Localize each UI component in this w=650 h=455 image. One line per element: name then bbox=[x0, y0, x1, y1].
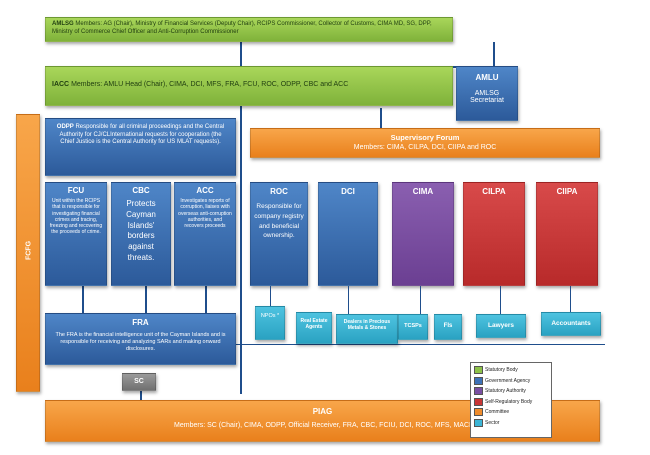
fra-title: FRA bbox=[132, 318, 149, 327]
fcfg-title: FCFG bbox=[25, 240, 33, 261]
amlu-subtitle: AMLSG Secretariat bbox=[470, 90, 504, 104]
iacc-box: IACC Members: AMLU Head (Chair), CIMA, D… bbox=[45, 66, 453, 106]
dci-box: DCI bbox=[318, 182, 378, 286]
fcu-title: FCU bbox=[67, 186, 85, 195]
legend-item: Sector bbox=[474, 418, 548, 429]
amlu-title: AMLU bbox=[475, 73, 499, 82]
fra-text: The FRA is the financial intelligence un… bbox=[55, 332, 226, 352]
ciipa-title: CIIPA bbox=[556, 187, 578, 196]
legend-item: Statutory Authority bbox=[474, 386, 548, 397]
legend-swatch bbox=[474, 366, 483, 375]
connector-ciipa-sector bbox=[570, 286, 571, 312]
legend-label: Sector bbox=[485, 419, 500, 426]
piag-members: Members: SC (Chair), CIMA, ODPP, Officia… bbox=[174, 422, 471, 429]
connector-cbc-fra bbox=[145, 285, 147, 313]
sc-title: SC bbox=[134, 378, 144, 385]
sector-npos-label: NPOs * bbox=[260, 313, 280, 319]
cbc-text: Protects Cayman Islands' borders against… bbox=[126, 199, 156, 262]
sector-real-estate: Real Estate Agents bbox=[296, 312, 332, 344]
ciipa-box: CIIPA bbox=[536, 182, 598, 286]
cima-title: CIMA bbox=[412, 187, 434, 196]
legend-label: Statutory Body bbox=[485, 367, 518, 374]
acc-box: ACC Investigates reports of corruption, … bbox=[174, 182, 236, 286]
odpp-title: ODPP bbox=[56, 124, 74, 130]
iacc-title: IACC bbox=[52, 81, 70, 88]
sc-box: SC bbox=[122, 373, 156, 391]
amlsg-members: Members: AG (Chair), Ministry of Financi… bbox=[52, 21, 432, 35]
odpp-box: ODPP Responsible for all criminal procee… bbox=[45, 118, 236, 176]
legend-item: Self-Regulatory Body bbox=[474, 397, 548, 408]
odpp-text: Responsible for all criminal proceedings… bbox=[59, 124, 225, 145]
roc-box: ROC Responsible for company registry and… bbox=[250, 182, 308, 286]
fcu-box: FCU Unit within the RCIPS that is respon… bbox=[45, 182, 107, 286]
roc-text: Responsible for company registry and ben… bbox=[254, 203, 304, 240]
sector-lawyers-label: Lawyers bbox=[487, 322, 515, 329]
supervisory-forum-title: Supervisory Forum bbox=[390, 133, 460, 142]
sector-dealers: Dealers in Precious Metals & Stones bbox=[336, 314, 398, 344]
dci-title: DCI bbox=[341, 187, 355, 196]
legend-swatch bbox=[474, 397, 483, 406]
roc-title: ROC bbox=[270, 187, 288, 196]
connector-fra-sector bbox=[45, 344, 605, 345]
legend-label: Statutory Authority bbox=[485, 388, 526, 395]
legend-item: Government Agency bbox=[474, 376, 548, 387]
cbc-box: CBC Protects Cayman Islands' borders aga… bbox=[111, 182, 171, 286]
sector-dealers-label: Dealers in Precious Metals & Stones bbox=[343, 319, 391, 331]
sector-real-estate-label: Real Estate Agents bbox=[300, 318, 328, 330]
connector-dci-sector bbox=[348, 286, 349, 314]
legend: Statutory Body Government Agency Statuto… bbox=[470, 362, 552, 438]
connector-acc-fra bbox=[205, 285, 207, 313]
legend-item: Statutory Body bbox=[474, 365, 548, 376]
acc-text: Investigates reports of corruption, liai… bbox=[178, 198, 232, 229]
sector-accountants: Accountants bbox=[541, 312, 601, 336]
connector-cilpa-sector bbox=[500, 286, 501, 314]
legend-item: Committee bbox=[474, 407, 548, 418]
legend-swatch bbox=[474, 418, 483, 427]
sector-fis: FIs bbox=[434, 314, 462, 340]
connector-sc-piag bbox=[140, 390, 142, 402]
legend-label: Committee bbox=[485, 409, 510, 416]
fcfg-box: FCFG bbox=[16, 114, 40, 392]
connector-amlu-amlsg bbox=[493, 42, 495, 66]
fra-box: FRA The FRA is the financial intelligenc… bbox=[45, 313, 236, 365]
sector-lawyers: Lawyers bbox=[476, 314, 526, 338]
legend-swatch bbox=[474, 408, 483, 417]
connector-fcfg-main bbox=[240, 42, 242, 394]
sector-accountants-label: Accountants bbox=[551, 320, 591, 327]
cima-box: CIMA bbox=[392, 182, 454, 286]
sector-fis-label: FIs bbox=[443, 323, 453, 329]
cilpa-title: CILPA bbox=[482, 187, 506, 196]
acc-title: ACC bbox=[196, 186, 214, 195]
connector-cima-sector bbox=[420, 286, 421, 314]
connector-fcu-fra bbox=[82, 285, 84, 313]
amlsg-title: AMLSG bbox=[52, 21, 74, 27]
connector-roc-sector bbox=[270, 286, 271, 306]
legend-label: Self-Regulatory Body bbox=[485, 398, 533, 405]
legend-swatch bbox=[474, 387, 483, 396]
iacc-members: Members: AMLU Head (Chair), CIMA, DCI, M… bbox=[69, 81, 349, 88]
cilpa-box: CILPA bbox=[463, 182, 525, 286]
sector-tcsps: TCSPs bbox=[398, 314, 428, 340]
sector-tcsps-label: TCSPs bbox=[404, 323, 422, 329]
supervisory-forum-box: Supervisory Forum Members: CIMA, CILPA, … bbox=[250, 128, 600, 158]
fcu-text: Unit within the RCIPS that is responsibl… bbox=[49, 198, 103, 236]
legend-label: Government Agency bbox=[485, 377, 531, 384]
cbc-title: CBC bbox=[132, 186, 150, 195]
amlu-box: AMLU AMLSG Secretariat bbox=[456, 66, 518, 121]
connector-supervisory bbox=[380, 108, 382, 132]
piag-title: PIAG bbox=[312, 407, 333, 416]
amlsg-box: AMLSG Members: AG (Chair), Ministry of F… bbox=[45, 17, 453, 42]
sector-npos: NPOs * bbox=[255, 306, 285, 340]
legend-swatch bbox=[474, 376, 483, 385]
supervisory-forum-members: Members: CIMA, CILPA, DCI, CIIPA and ROC bbox=[353, 144, 497, 151]
